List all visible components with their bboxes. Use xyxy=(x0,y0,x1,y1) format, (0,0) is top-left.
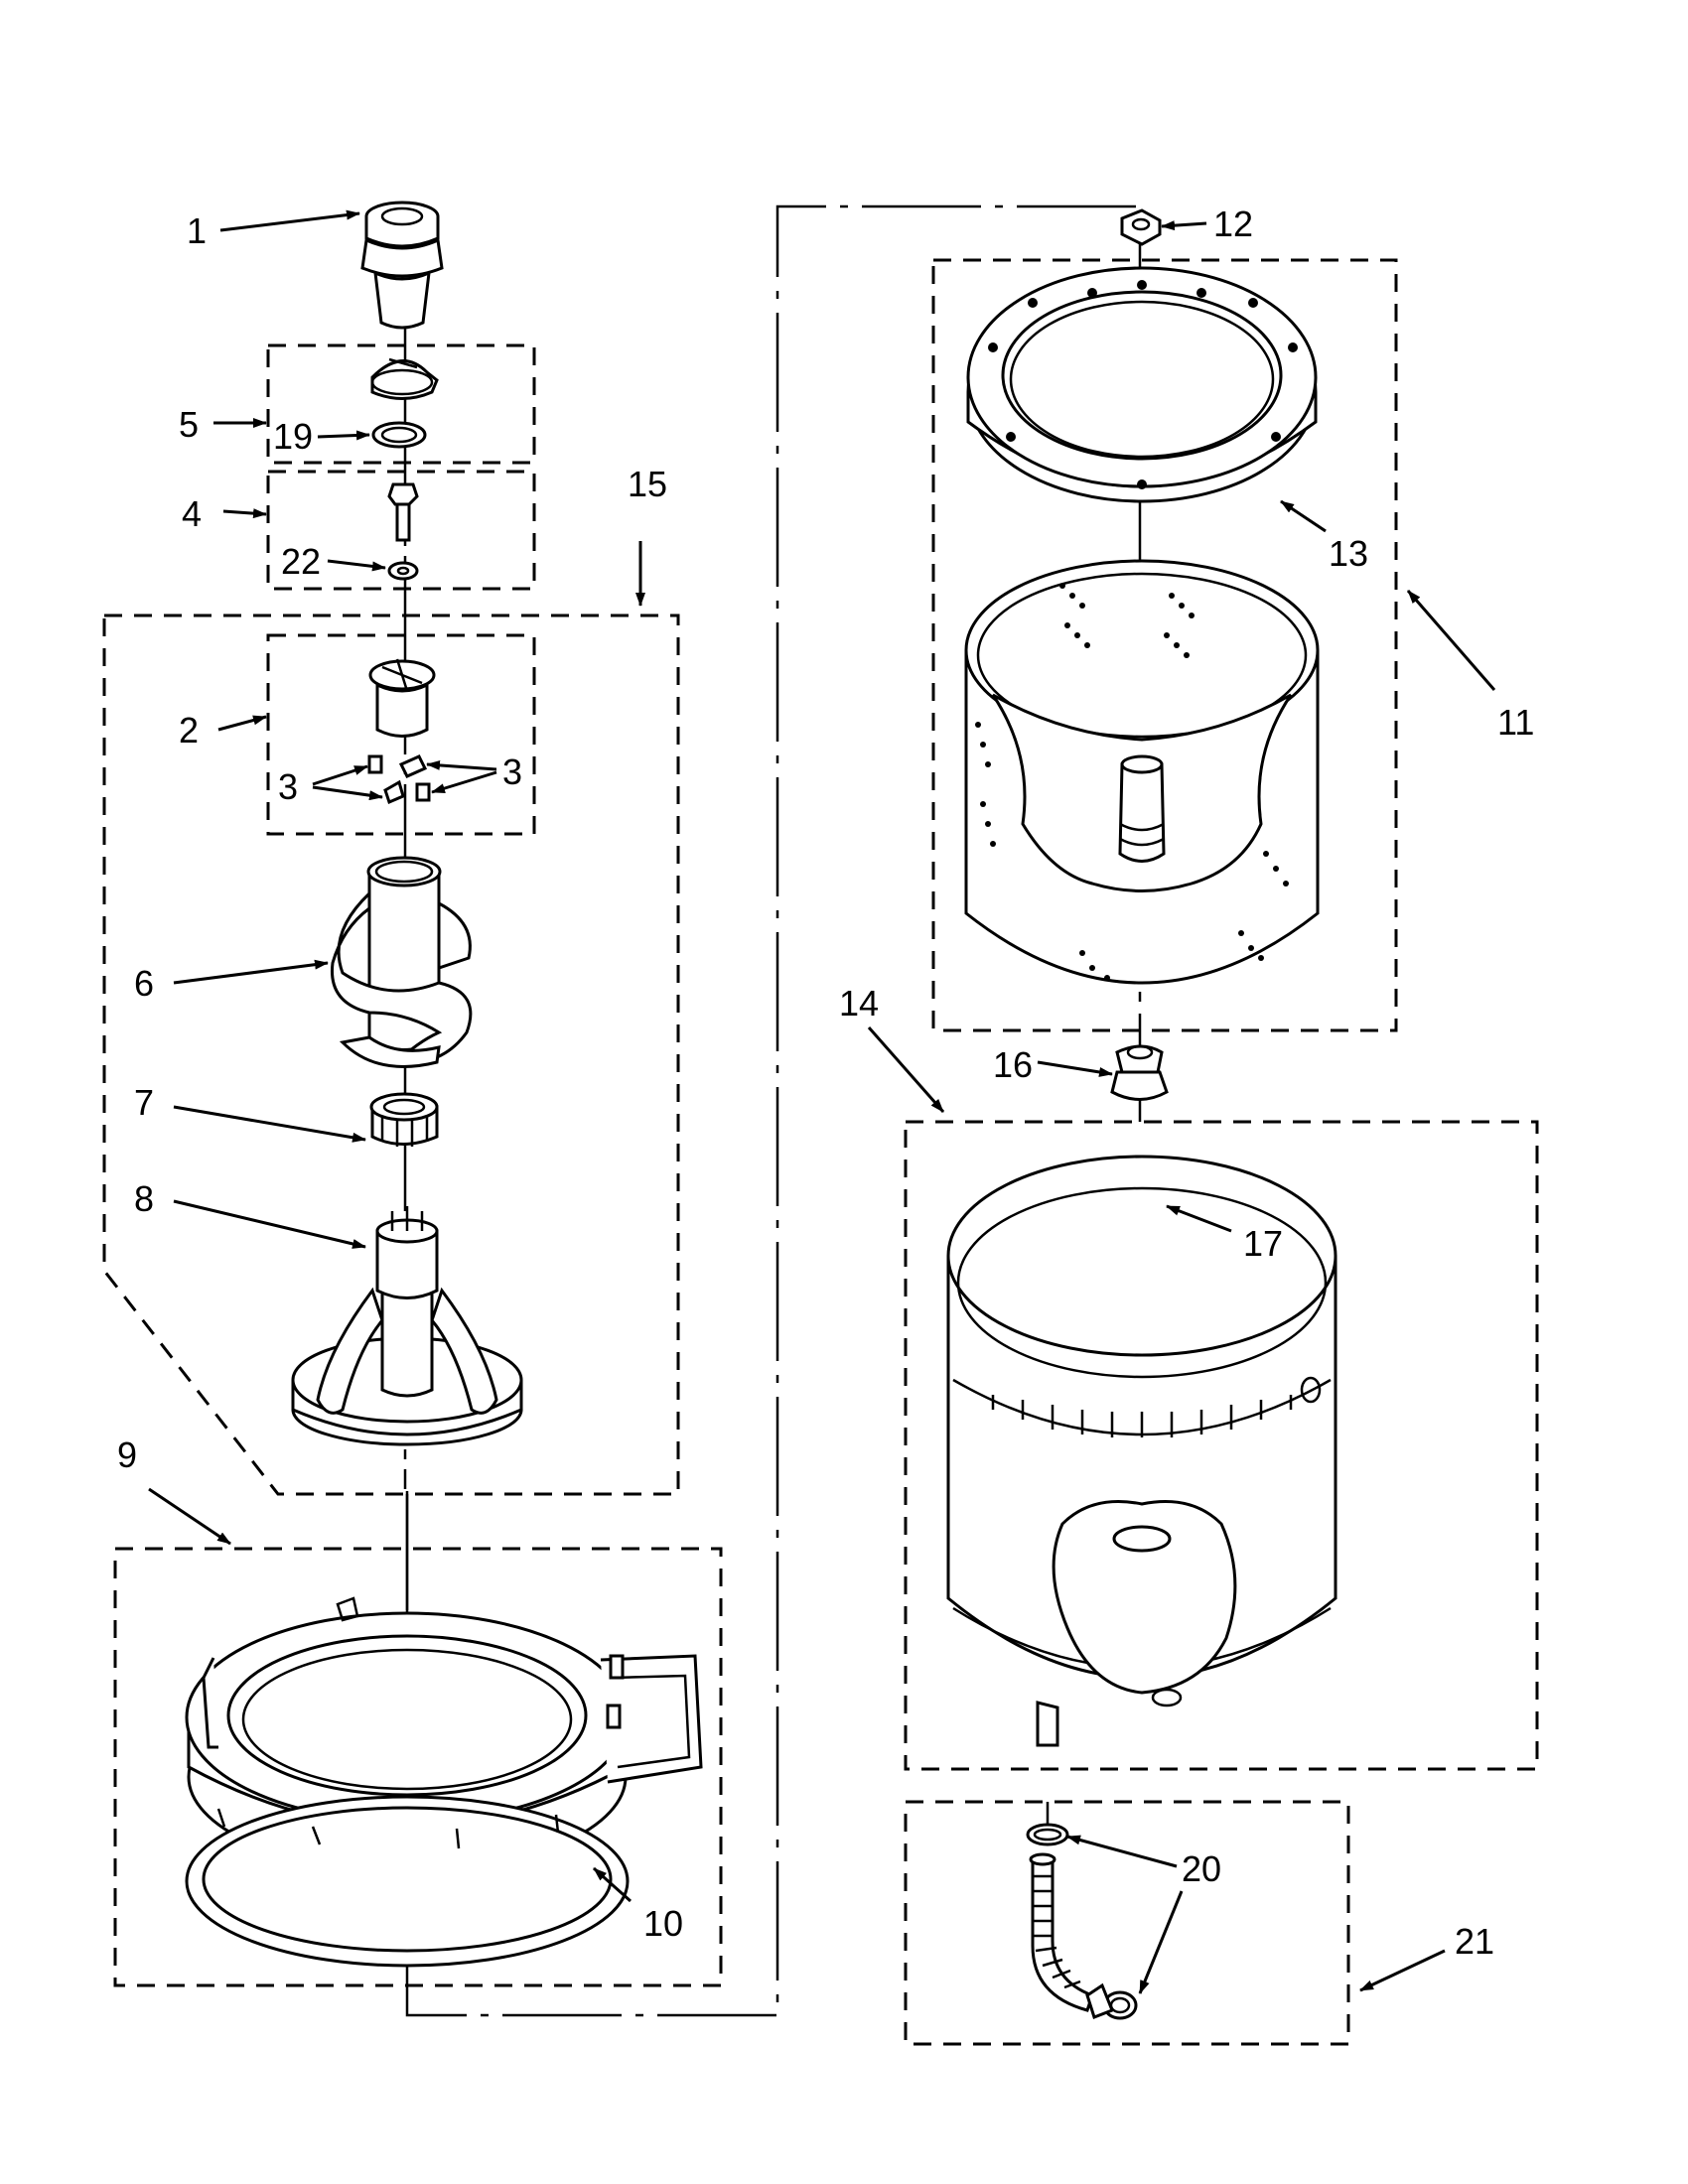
group-box-11 xyxy=(931,258,1398,1032)
part-12-spanner-nut xyxy=(1120,208,1162,246)
callout-3-left: 3 xyxy=(278,766,298,807)
callout-11: 11 xyxy=(1497,702,1534,743)
callout-8: 8 xyxy=(134,1178,154,1219)
part-10-tub-seal xyxy=(185,1795,630,1968)
part-8-agitator-base xyxy=(291,1206,523,1446)
callout-19: 19 xyxy=(273,416,313,457)
callout-10: 10 xyxy=(643,1903,683,1944)
leader-arrows xyxy=(148,209,1496,1994)
callout-3-right: 3 xyxy=(502,751,522,792)
callout-2: 2 xyxy=(179,710,199,751)
part-7-clutch xyxy=(369,1092,439,1147)
part-14-outer-tub xyxy=(946,1155,1337,1747)
group-box-14 xyxy=(904,1120,1539,1771)
part-11-spin-basket xyxy=(964,559,1320,985)
part-13-balance-ring xyxy=(966,266,1318,503)
callout-16: 16 xyxy=(993,1044,1033,1085)
callout-9: 9 xyxy=(117,1434,137,1475)
part-21-drain-hose xyxy=(1029,1802,1114,2019)
group-box-2 xyxy=(266,633,536,836)
group-box-5 xyxy=(266,343,536,465)
part-19-o-ring xyxy=(371,421,427,449)
group-box-21 xyxy=(904,1800,1350,2046)
group-box-15 xyxy=(102,614,680,1496)
group-box-4 xyxy=(266,470,536,591)
callout-4: 4 xyxy=(182,493,202,534)
callout-15: 15 xyxy=(628,464,667,504)
part-3-dogs xyxy=(367,754,431,805)
callout-14: 14 xyxy=(839,983,879,1024)
callout-21: 21 xyxy=(1455,1921,1494,1962)
part-1-agitator-cap xyxy=(360,201,444,330)
callout-1: 1 xyxy=(187,210,207,251)
part-4-bolt xyxy=(387,482,419,542)
part-2-drive-block xyxy=(368,658,436,738)
callout-6: 6 xyxy=(134,963,154,1004)
part-5-cam xyxy=(370,357,439,400)
callout-22: 22 xyxy=(281,541,321,582)
callout-20: 20 xyxy=(1182,1848,1221,1889)
callout-12: 12 xyxy=(1213,204,1253,244)
part-16-hub xyxy=(1110,1044,1169,1101)
callout-17: 17 xyxy=(1243,1223,1283,1264)
callout-5: 5 xyxy=(179,404,199,445)
callout-7: 7 xyxy=(134,1082,154,1123)
part-22-washer xyxy=(387,561,419,581)
assembly-connector-line xyxy=(405,205,1142,2017)
part-6-agitator-auger xyxy=(330,856,473,1068)
callout-13: 13 xyxy=(1329,533,1368,574)
group-box-9 xyxy=(113,1547,723,1987)
